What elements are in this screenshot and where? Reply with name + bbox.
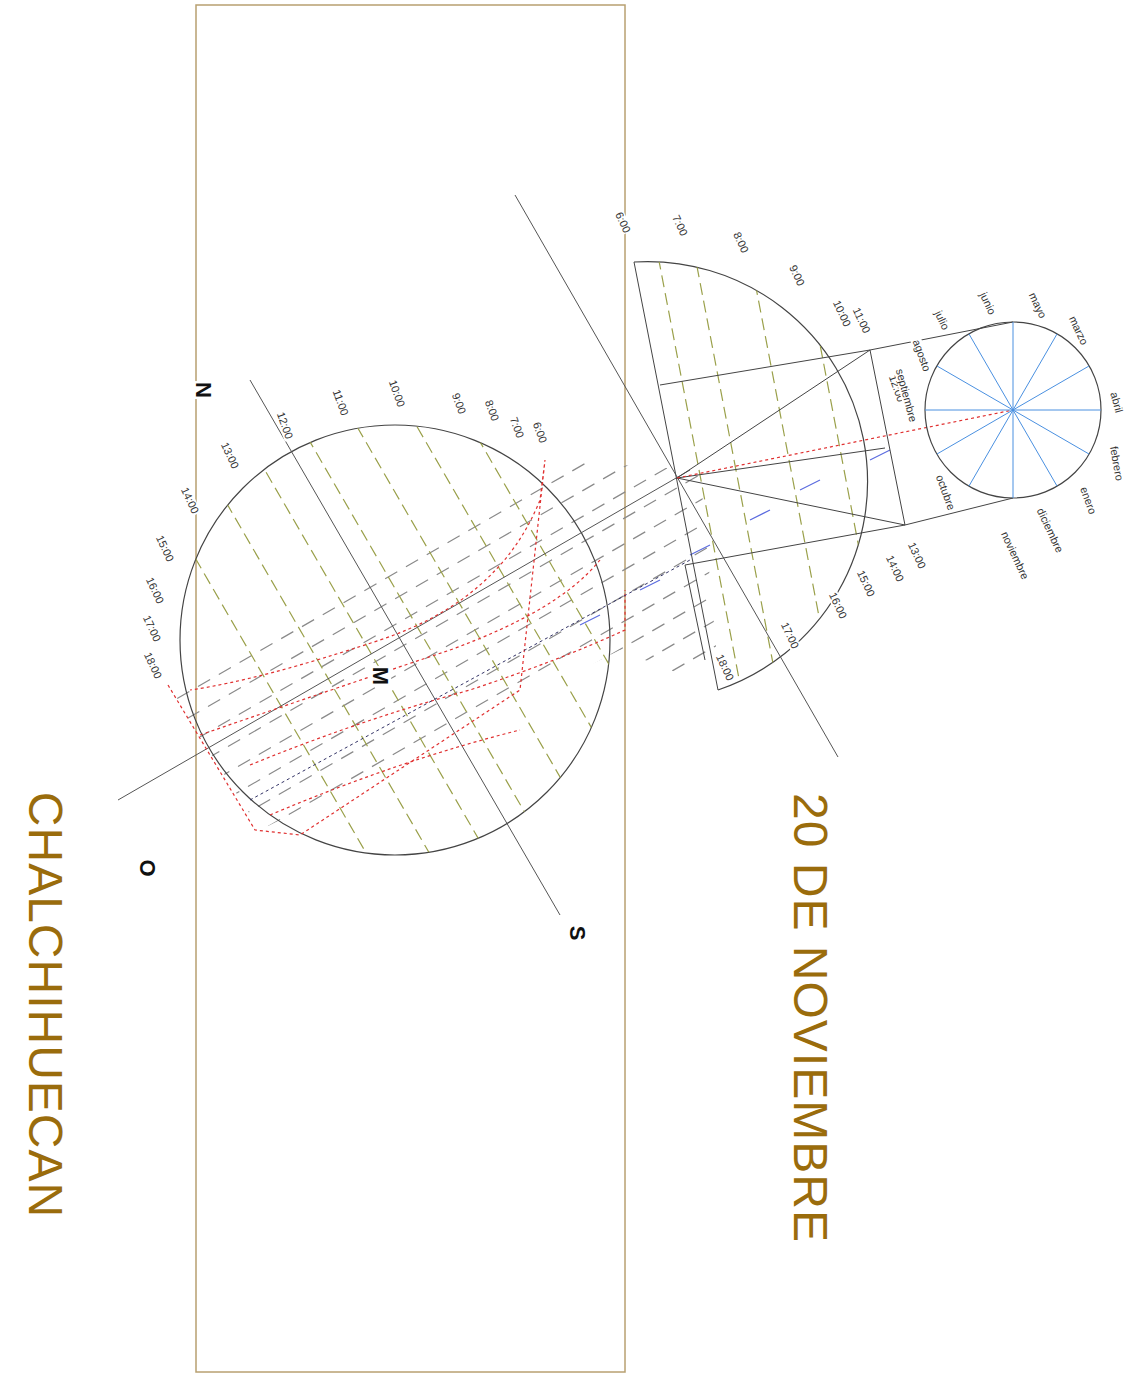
hour-label: 6:00	[613, 209, 633, 235]
hour-label: 15:00	[154, 532, 176, 563]
hour-label: 18:00	[714, 651, 736, 682]
shadow-dashes	[100, 380, 830, 943]
hour-label: 12:00	[275, 409, 295, 441]
month-label: diciembre	[1035, 505, 1066, 555]
title: CHALCHIHUECAN	[21, 791, 69, 1219]
hour-label: 13:00	[219, 439, 241, 470]
hour-label: 14:00	[179, 484, 201, 515]
month-label: mayo	[1026, 290, 1048, 321]
month-label: abril	[1108, 390, 1125, 415]
hour-label: 7:00	[508, 414, 526, 440]
hour-label: 16:00	[144, 574, 166, 605]
month-label: junio	[978, 289, 999, 317]
hour-label: 7:00	[670, 212, 690, 238]
hour-label: 9:00	[787, 262, 807, 288]
hour-label: 13:00	[906, 539, 928, 570]
hour-label: 14:00	[884, 552, 906, 583]
hour-label: julio	[932, 308, 951, 332]
hour-label: 11:00	[850, 305, 872, 336]
compass-letter: S	[566, 925, 588, 942]
hour-label: 18:00	[142, 649, 164, 680]
hour-label: 6:00	[531, 419, 549, 445]
month-label: noviembre	[999, 528, 1032, 581]
hour-label: 8:00	[731, 229, 751, 255]
month-label: enero	[1078, 484, 1099, 516]
date-label: 20 DE NOVIEMBRE	[786, 792, 834, 1244]
compass-letter: M	[369, 666, 391, 686]
month-label: agosto	[911, 337, 933, 374]
hour-label: 8:00	[483, 397, 501, 423]
frame	[196, 5, 625, 1372]
hour-label: 10:00	[831, 297, 853, 328]
hour-label: 10:00	[387, 377, 407, 409]
hour-label: 9:00	[450, 390, 468, 416]
compass-letter: O	[136, 858, 158, 877]
hour-label: 15:00	[855, 567, 877, 598]
hour-label: 11:00	[330, 387, 350, 418]
compass-letter: N	[192, 381, 214, 399]
month-label: febrero	[1107, 444, 1124, 482]
month-label: octubre	[933, 472, 957, 512]
hour-label: 17:00	[141, 612, 163, 643]
hour-label: 17:00	[779, 619, 801, 650]
